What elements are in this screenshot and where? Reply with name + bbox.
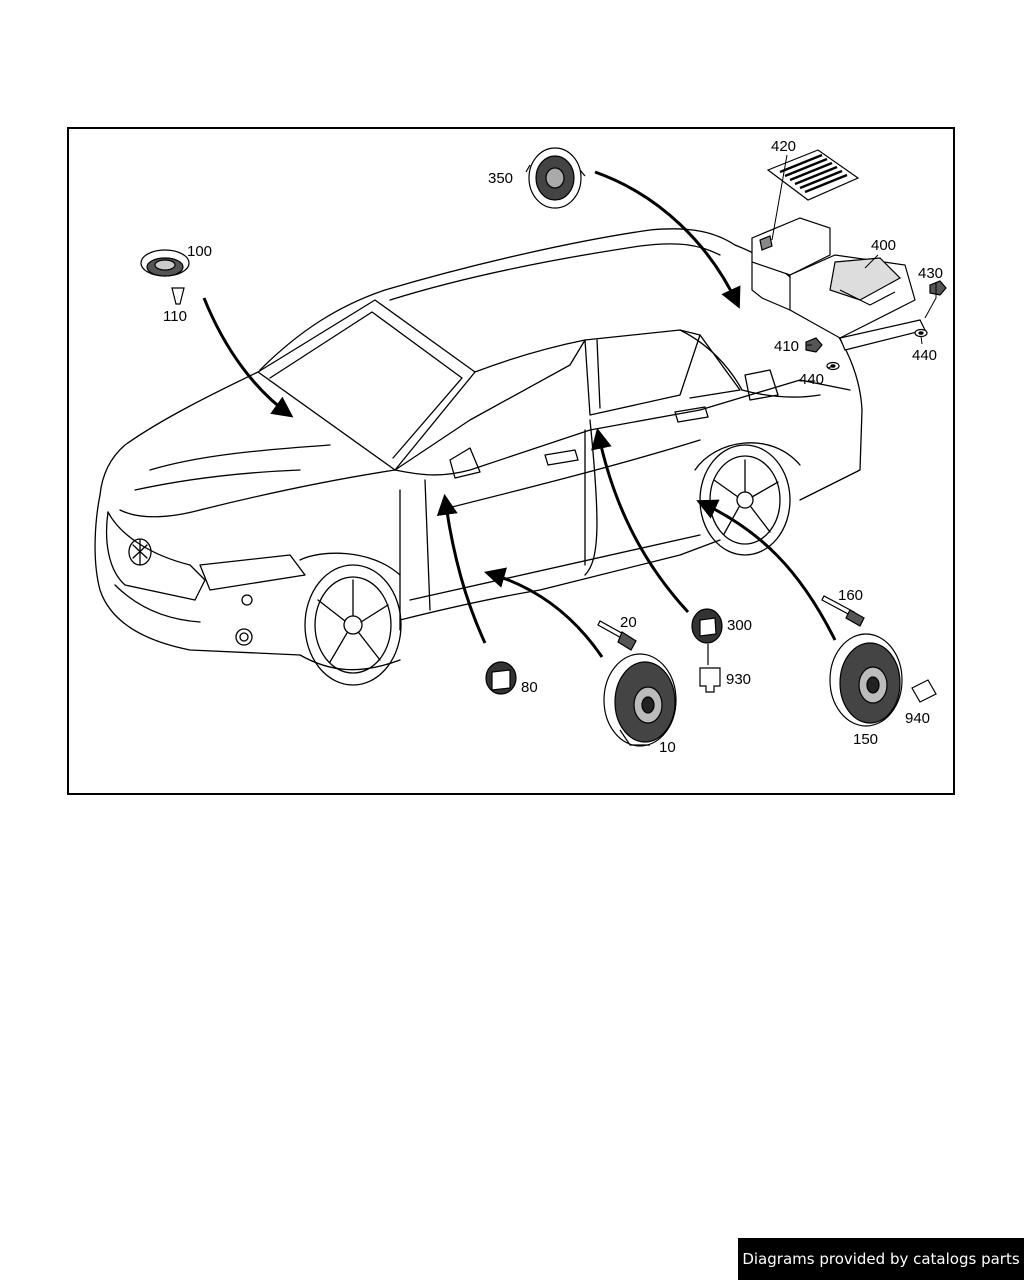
part-20-bolt	[597, 620, 637, 651]
part-440-washer-b	[914, 328, 928, 338]
pointer-arrows	[202, 170, 837, 658]
part-10-speaker	[603, 653, 677, 747]
front-wheel	[299, 552, 402, 686]
part-110-clip	[171, 287, 185, 305]
callout-300: 300	[727, 617, 752, 634]
rear-wheel	[694, 442, 801, 556]
arrow-300	[591, 427, 690, 614]
part-300-tweeter	[691, 608, 723, 665]
part-940-connector	[911, 679, 937, 703]
callout-20: 20	[620, 614, 637, 631]
part-430-nut	[929, 280, 947, 296]
leader-lines	[771, 154, 937, 369]
callout-430: 430	[918, 265, 943, 282]
callout-440-b: 440	[912, 347, 937, 364]
callout-440-a: 440	[799, 371, 824, 388]
callout-100: 100	[187, 243, 212, 260]
part-420-cover	[766, 149, 860, 201]
callout-80: 80	[521, 679, 538, 696]
callout-10: 10	[659, 739, 676, 756]
part-100-tweeter	[140, 249, 190, 277]
part-410-nut	[805, 337, 823, 353]
callout-400: 400	[871, 237, 896, 254]
credit-text: Diagrams provided by catalogs parts	[742, 1250, 1020, 1268]
arrow-350	[594, 170, 741, 309]
callout-150: 150	[853, 731, 878, 748]
callout-420: 420	[771, 138, 796, 155]
arrow-80	[436, 493, 487, 644]
part-150-speaker	[829, 633, 903, 727]
callout-940: 940	[905, 710, 930, 727]
part-80-module	[485, 661, 517, 695]
callout-110: 110	[163, 308, 187, 325]
callout-410: 410	[774, 338, 799, 355]
callout-160: 160	[838, 587, 863, 604]
credit-badge: Diagrams provided by catalogs parts	[738, 1238, 1024, 1280]
callout-930: 930	[726, 671, 751, 688]
callout-labels: 100 110 350 420 400 430 410 440 440 160 …	[163, 138, 943, 756]
arrow-150	[696, 499, 837, 641]
arrow-10	[483, 567, 604, 658]
part-160-bolt	[821, 595, 865, 627]
part-930-connector	[699, 667, 721, 693]
part-350-speaker	[525, 147, 586, 209]
arrow-100	[202, 297, 294, 418]
callout-350: 350	[488, 170, 513, 187]
part-400-amplifier	[751, 217, 926, 351]
